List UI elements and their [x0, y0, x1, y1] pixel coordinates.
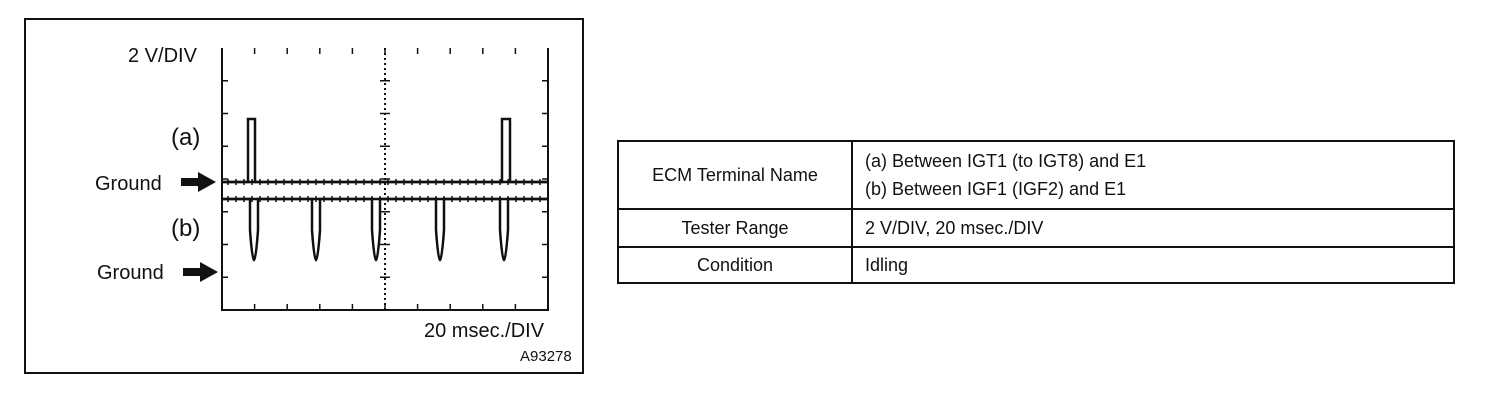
spec-row: Tester Range 2 V/DIV, 20 msec./DIV [617, 208, 1455, 248]
ground-arrow-b [183, 262, 218, 282]
spec-key-cell: ECM Terminal Name [617, 140, 853, 210]
specification-table-body: ECM Terminal Name(a) Between IGT1 (to IG… [617, 140, 1455, 284]
spec-value-line: 2 V/DIV, 20 msec./DIV [865, 218, 1044, 238]
oscilloscope-figure: 2 V/DIV (a) Ground (b) Ground 20 msec./D… [24, 18, 584, 374]
spec-row: ECM Terminal Name(a) Between IGT1 (to IG… [617, 140, 1455, 210]
spec-key-cell: Tester Range [617, 208, 853, 248]
spec-row: Condition Idling [617, 246, 1455, 284]
volts-per-div-label: 2 V/DIV [128, 45, 197, 67]
spec-value-cell: 2 V/DIV, 20 msec./DIV [851, 208, 1455, 248]
spec-key-cell: Condition [617, 246, 853, 284]
waveform-graph [181, 48, 549, 311]
spec-value-cell: (a) Between IGT1 (to IGT8) and E1 (b) Bet… [851, 140, 1455, 210]
figure-id: A93278 [520, 348, 572, 365]
spec-value-line: (a) Between IGT1 (to IGT8) and E1 [865, 151, 1147, 171]
channel-a-label: (a) [171, 124, 201, 151]
ground-arrow-a [181, 172, 216, 192]
ground-label-b: Ground [97, 262, 164, 284]
time-per-div-label: 20 msec./DIV [424, 320, 545, 342]
specification-table: ECM Terminal Name(a) Between IGT1 (to IG… [617, 140, 1455, 284]
channel-b-label: (b) [171, 215, 201, 242]
spec-value-line: Idling [865, 255, 909, 275]
spec-value-line: (b) Between IGF1 (IGF2) and E1 [865, 179, 1127, 199]
ground-label-a: Ground [95, 173, 162, 195]
spec-value-cell: Idling [851, 246, 1455, 284]
igf-waveform-b [222, 197, 548, 262]
graticule-ticks [222, 48, 548, 310]
igt-waveform-a [222, 117, 548, 184]
